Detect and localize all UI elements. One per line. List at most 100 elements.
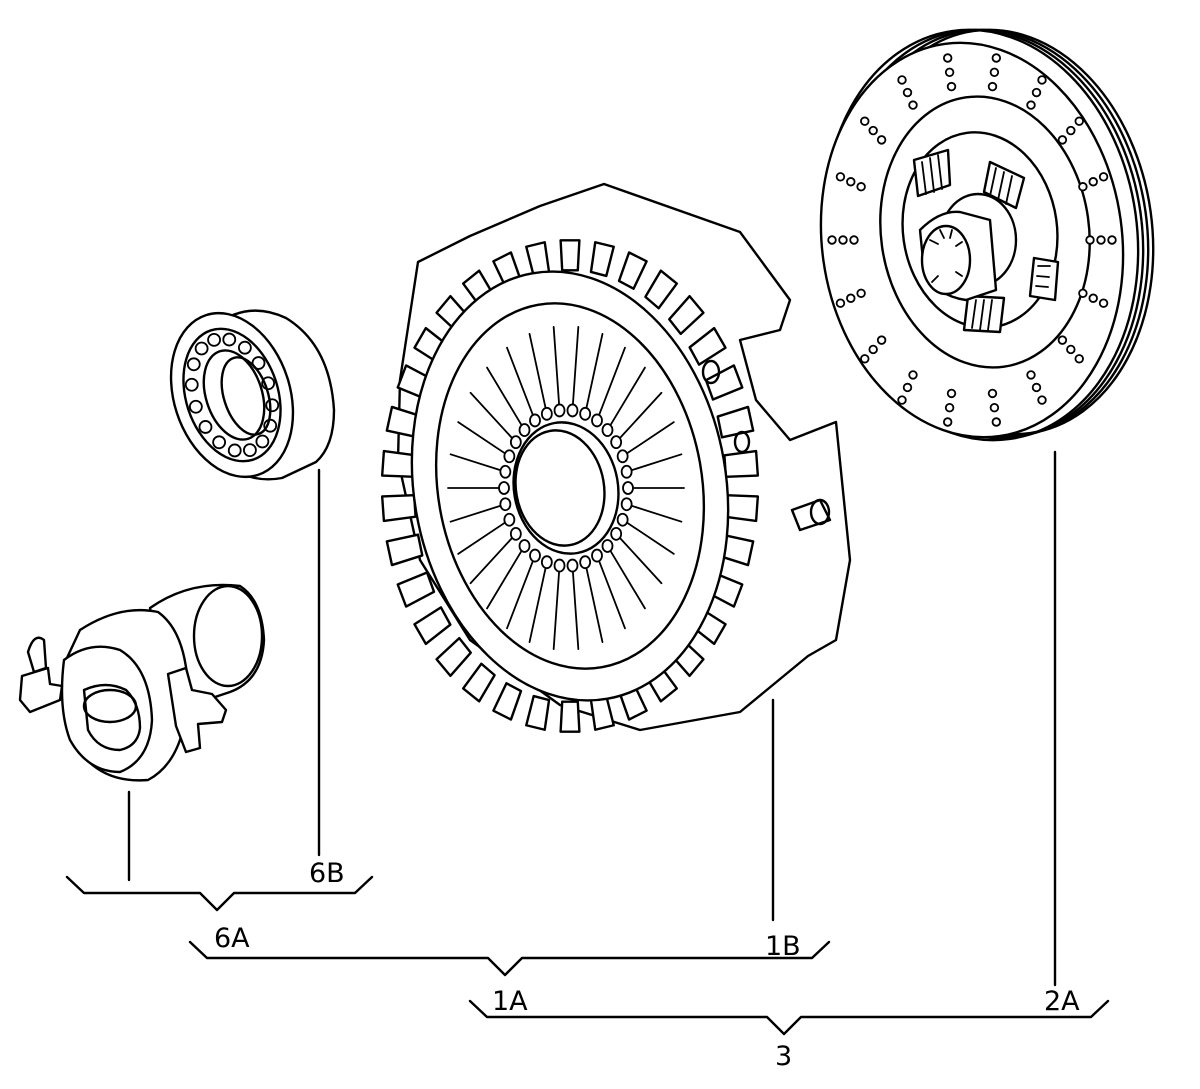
facing-rivet	[944, 67, 955, 78]
diaphragm-finger	[625, 503, 683, 523]
diaphragm-finger	[506, 346, 536, 422]
finger-tip	[499, 464, 512, 479]
bearing-ball	[188, 399, 203, 414]
facing-rivet	[835, 172, 846, 182]
facing-rivet	[897, 75, 907, 85]
diaphragm-finger	[469, 391, 517, 444]
bearing-ball	[184, 377, 199, 392]
bearing-ball	[237, 340, 252, 355]
facing-rivet	[991, 53, 1002, 63]
label-6a: 6A	[214, 923, 250, 954]
diaphragm-finger	[584, 333, 604, 415]
diaphragm-finger	[449, 503, 507, 523]
facing-rivet	[1066, 344, 1076, 355]
grouping-brackets	[65, 875, 1110, 1036]
facing-rivet	[1037, 75, 1047, 85]
facing-rivet	[1098, 298, 1109, 308]
finger-tip	[622, 481, 634, 495]
diaphragm-finger	[552, 325, 561, 412]
cooling-fin	[413, 606, 452, 646]
facing-rivet	[989, 67, 1000, 78]
cooling-fin	[704, 364, 744, 401]
facing-rivet	[846, 177, 856, 187]
facing-rivet	[1037, 395, 1047, 405]
finger-tip	[610, 526, 623, 541]
cooling-fin	[380, 493, 417, 523]
cooling-fin	[525, 694, 551, 731]
finger-tip	[566, 403, 579, 418]
facing-rivet	[946, 388, 957, 399]
pressure-plate[interactable]	[379, 182, 852, 733]
facing-rivet	[827, 235, 837, 245]
cooling-fin	[688, 326, 727, 366]
cooling-fin	[589, 241, 615, 278]
cooling-fin	[559, 239, 581, 272]
facing-rivet	[1107, 235, 1117, 245]
facing-rivet	[856, 182, 866, 192]
facing-rivet	[908, 370, 918, 380]
facing-rivet	[942, 417, 953, 427]
finger-tip	[503, 512, 516, 527]
facing-rivet	[902, 382, 913, 393]
diaphragm-finger	[606, 366, 646, 431]
bearing-ball	[243, 443, 257, 458]
diaphragm-finger	[606, 545, 646, 610]
facing-rivet	[1078, 288, 1088, 298]
clutch-disc[interactable]	[796, 9, 1179, 460]
diaphragm-finger	[457, 518, 511, 555]
diaphragm-finger	[571, 325, 580, 412]
facing-rivet	[1074, 354, 1084, 364]
cooling-fin	[617, 251, 648, 290]
finger-tip	[616, 512, 629, 527]
cooling-fin	[385, 533, 424, 567]
diaphragm-finger	[449, 453, 507, 473]
facing-rivet	[1057, 335, 1068, 345]
facing-rivet	[868, 125, 878, 136]
finger-tip	[601, 539, 614, 553]
bearing-ball	[212, 435, 227, 450]
facing-rivet	[902, 87, 913, 98]
bearing-ball	[207, 332, 221, 347]
diaphragm-finger	[596, 346, 626, 422]
facing-rivet	[849, 235, 859, 245]
diaphragm-finger	[486, 545, 526, 610]
facing-rivet	[860, 354, 870, 364]
facing-rivet	[860, 116, 870, 126]
finger-tip	[509, 435, 522, 450]
facing-rivet	[987, 388, 998, 399]
release-bearing[interactable]	[151, 297, 336, 493]
finger-tip	[518, 423, 531, 437]
facing-rivet	[838, 235, 848, 245]
facing-rivet	[1096, 235, 1106, 245]
facing-rivet	[868, 344, 878, 355]
cooling-fin	[723, 493, 760, 523]
facing-rivet	[835, 298, 846, 308]
label-1a: 1A	[492, 986, 528, 1017]
finger-tip	[610, 435, 623, 450]
finger-tip	[553, 403, 566, 418]
finger-tip	[498, 481, 510, 495]
finger-tip	[540, 406, 553, 421]
diaphragm-finger	[469, 532, 517, 585]
cooling-fin	[723, 449, 760, 479]
facing-rivet	[908, 100, 918, 110]
release-sleeve[interactable]	[18, 583, 266, 782]
facing-rivet	[1026, 100, 1036, 110]
finger-tip	[553, 558, 566, 573]
cooling-fin	[435, 636, 472, 678]
facing-rivet	[944, 402, 955, 413]
bearing-ball	[194, 341, 209, 356]
diaphragm-finger	[615, 391, 663, 444]
finger-tip	[579, 406, 592, 421]
cooling-fin	[396, 571, 436, 608]
cooling-fin	[380, 449, 417, 479]
finger-tip	[620, 497, 633, 512]
cooling-fin	[492, 682, 523, 721]
bearing-ball	[255, 434, 270, 449]
finger-tip	[529, 548, 541, 563]
facing-rivet	[1085, 235, 1095, 245]
finger-tip	[518, 539, 531, 553]
diaphragm-finger	[457, 421, 511, 458]
bearing-ball	[265, 398, 280, 413]
